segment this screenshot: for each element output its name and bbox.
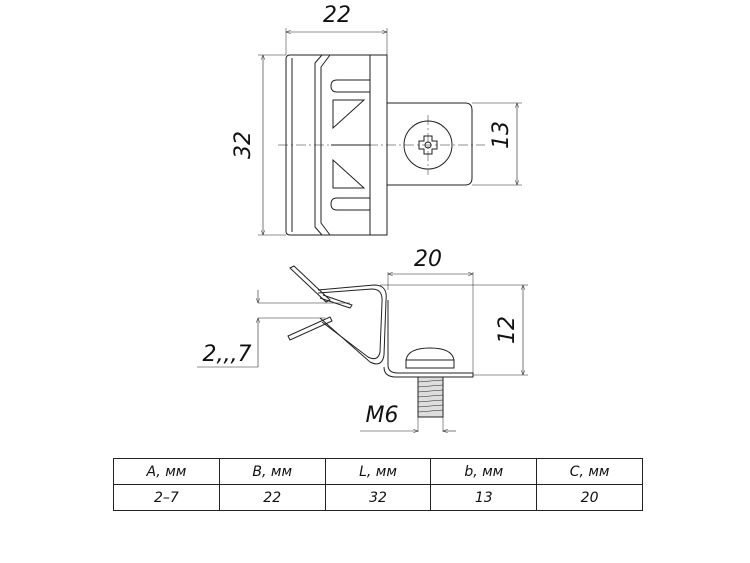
value-l: 32 [324, 484, 432, 511]
dim-length-32: 32 [231, 131, 256, 159]
header-l: L, мм [324, 458, 432, 485]
dim-thread-m6: M6 [366, 403, 399, 428]
value-c: 20 [536, 484, 643, 511]
side-view [197, 265, 528, 432]
value-b-small: 13 [430, 484, 538, 511]
dimensions-table: A, мм B, мм L, мм b, мм C, мм 2–7 22 32 … [113, 458, 643, 511]
table-header-row: A, мм B, мм L, мм b, мм C, мм [113, 458, 643, 485]
header-a: A, мм [113, 458, 220, 485]
dim-width-22: 22 [323, 3, 351, 28]
value-b: 22 [218, 484, 326, 511]
top-view [258, 28, 522, 236]
header-b: B, мм [218, 458, 326, 485]
dim-tab-13: 13 [489, 121, 514, 149]
header-b-small: b, мм [430, 458, 538, 485]
dim-height-12: 12 [495, 316, 520, 344]
header-c: C, мм [536, 458, 643, 485]
table-row: 2–7 22 32 13 20 [113, 484, 643, 511]
dim-width-20: 20 [414, 247, 442, 272]
value-a: 2–7 [113, 484, 220, 511]
dim-range-2-7: 2,,,7 [203, 342, 252, 367]
